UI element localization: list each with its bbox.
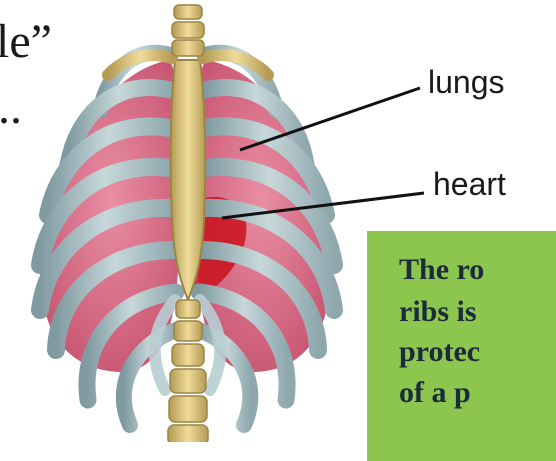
callout-box: The ro ribs is protec of a p (367, 231, 556, 461)
lungs-label: lungs (428, 66, 505, 98)
callout-line-2: ribs is (399, 297, 477, 327)
callout-line-4: of a p (399, 378, 471, 408)
callout-line-3: protec (399, 337, 480, 367)
callout-line-1: The ro (399, 255, 484, 285)
heart-label: heart (433, 168, 506, 200)
